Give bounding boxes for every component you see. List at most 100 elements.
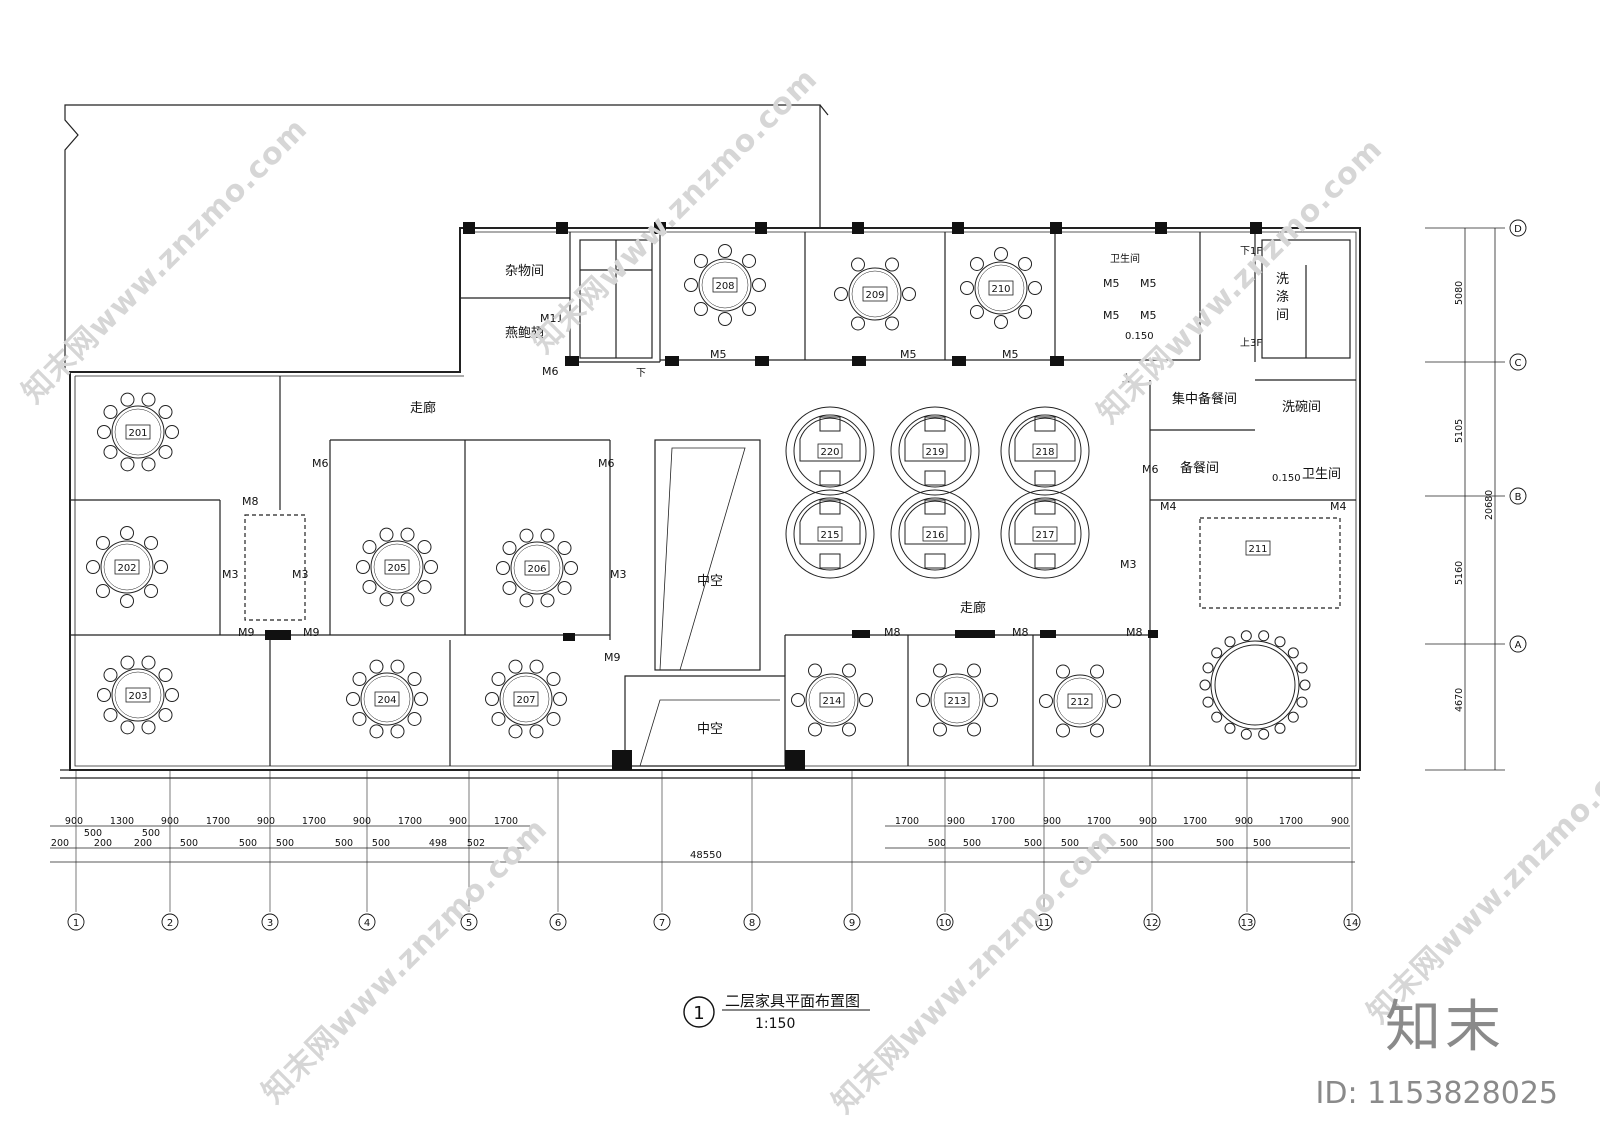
chair [693, 302, 708, 317]
chair [851, 316, 865, 331]
label-up: 上 [1122, 373, 1132, 385]
label-restroom-right: 卫生间 [1302, 467, 1341, 482]
chair [1018, 305, 1033, 320]
banquet-table [1199, 630, 1311, 740]
chair [144, 535, 159, 550]
chair [417, 540, 432, 555]
dining-table [1039, 664, 1121, 738]
drawing-number: 1 [693, 1003, 704, 1024]
room-number-203: 203 [125, 687, 151, 703]
dimension-value: 200 [94, 838, 112, 849]
chair [969, 305, 984, 320]
door-tag: M8 [1012, 626, 1029, 639]
room-number-label: 202 [117, 563, 136, 574]
svg-text:2: 2 [167, 918, 173, 929]
chair [165, 688, 179, 702]
chair [491, 672, 506, 687]
door-tag: M3 [1120, 558, 1137, 571]
chair [346, 692, 360, 706]
chair [808, 722, 822, 737]
label-corridor-left: 走廊 [410, 400, 436, 416]
room-number-label: 218 [1035, 447, 1054, 458]
dimension-value: 1700 [206, 816, 230, 827]
chair [718, 244, 732, 258]
chair [424, 560, 438, 574]
label-wash-3: 间 [1276, 308, 1289, 323]
label-dish-wash: 洗碗间 [1282, 399, 1321, 415]
chair [356, 560, 370, 574]
column-axis-bubble: 2 [161, 913, 179, 931]
chair [390, 724, 405, 739]
label-restroom-top: 卫生间 [1110, 252, 1140, 265]
chair [362, 540, 377, 555]
column-axis-bubble: 3 [261, 913, 279, 931]
door-tag: M6 [598, 457, 615, 470]
chair [834, 287, 848, 301]
chair [120, 655, 135, 670]
chair [103, 405, 118, 420]
chair [718, 312, 732, 326]
dimension-value: 500 [84, 828, 102, 839]
chair [417, 579, 432, 594]
chair [1090, 664, 1104, 679]
room-number-219: 219 [922, 443, 948, 459]
room-number-label: 211 [1248, 544, 1267, 555]
room-number-213: 213 [944, 692, 970, 708]
room-number-label: 209 [865, 290, 884, 301]
label-void-upper: 中空 [697, 574, 723, 589]
chair [414, 692, 428, 706]
door-tag: M9 [238, 626, 255, 639]
column-axis-bubble: 10 [936, 913, 954, 931]
row-axis-bubble: B [1509, 487, 1527, 505]
structural-columns [265, 222, 1262, 770]
chair [994, 247, 1008, 261]
chair [362, 579, 377, 594]
chair [742, 302, 757, 317]
label-void-lower: 中空 [697, 722, 723, 737]
dining-table [684, 244, 766, 326]
label-storage: 杂物间 [505, 264, 544, 279]
chair [1056, 723, 1070, 738]
dimension-value: 900 [353, 816, 371, 827]
room-number-206: 206 [524, 560, 550, 576]
column-axis-bubble: 9 [843, 913, 861, 931]
door-tag: M6 [1142, 463, 1159, 476]
dimension-value: 500 [1061, 838, 1079, 849]
room-number-label: 210 [991, 284, 1010, 295]
dining-table [916, 663, 998, 737]
dimension-value: 500 [963, 838, 981, 849]
column-axis-bubble: 12 [1143, 913, 1161, 931]
room-number-209: 209 [862, 286, 888, 302]
room-number-label: 220 [820, 447, 839, 458]
room-number-label: 204 [377, 695, 396, 706]
room-number-210: 210 [988, 280, 1014, 296]
vdim: 5105 [1454, 419, 1465, 443]
row-axis-bubble: C [1509, 353, 1527, 371]
dimension-value: 900 [161, 816, 179, 827]
room-number-215: 215 [817, 526, 843, 542]
chair [916, 693, 930, 707]
dimension-value: 500 [1216, 838, 1234, 849]
chair [103, 444, 118, 459]
lounge-pod [785, 489, 875, 579]
door-tag: M3 [292, 568, 309, 581]
dimension-value: 500 [1156, 838, 1174, 849]
chair [508, 724, 523, 739]
door-tag: M5 [1103, 309, 1120, 322]
chair [95, 535, 110, 550]
chair [502, 580, 517, 595]
chair [141, 720, 156, 735]
door-tag: M8 [242, 495, 259, 508]
vdim: 5160 [1454, 561, 1465, 585]
row-axis-bubble: A [1509, 635, 1527, 653]
chair [407, 711, 422, 726]
chair [144, 584, 159, 599]
chair [97, 688, 111, 702]
dimension-value: 1700 [895, 816, 919, 827]
room-number-220: 220 [817, 443, 843, 459]
door-tag: M4 [1160, 500, 1177, 513]
chair [379, 592, 394, 607]
room-number-208: 208 [712, 277, 738, 293]
drawing-scale: 1:150 [755, 1016, 795, 1032]
chair [557, 541, 572, 556]
